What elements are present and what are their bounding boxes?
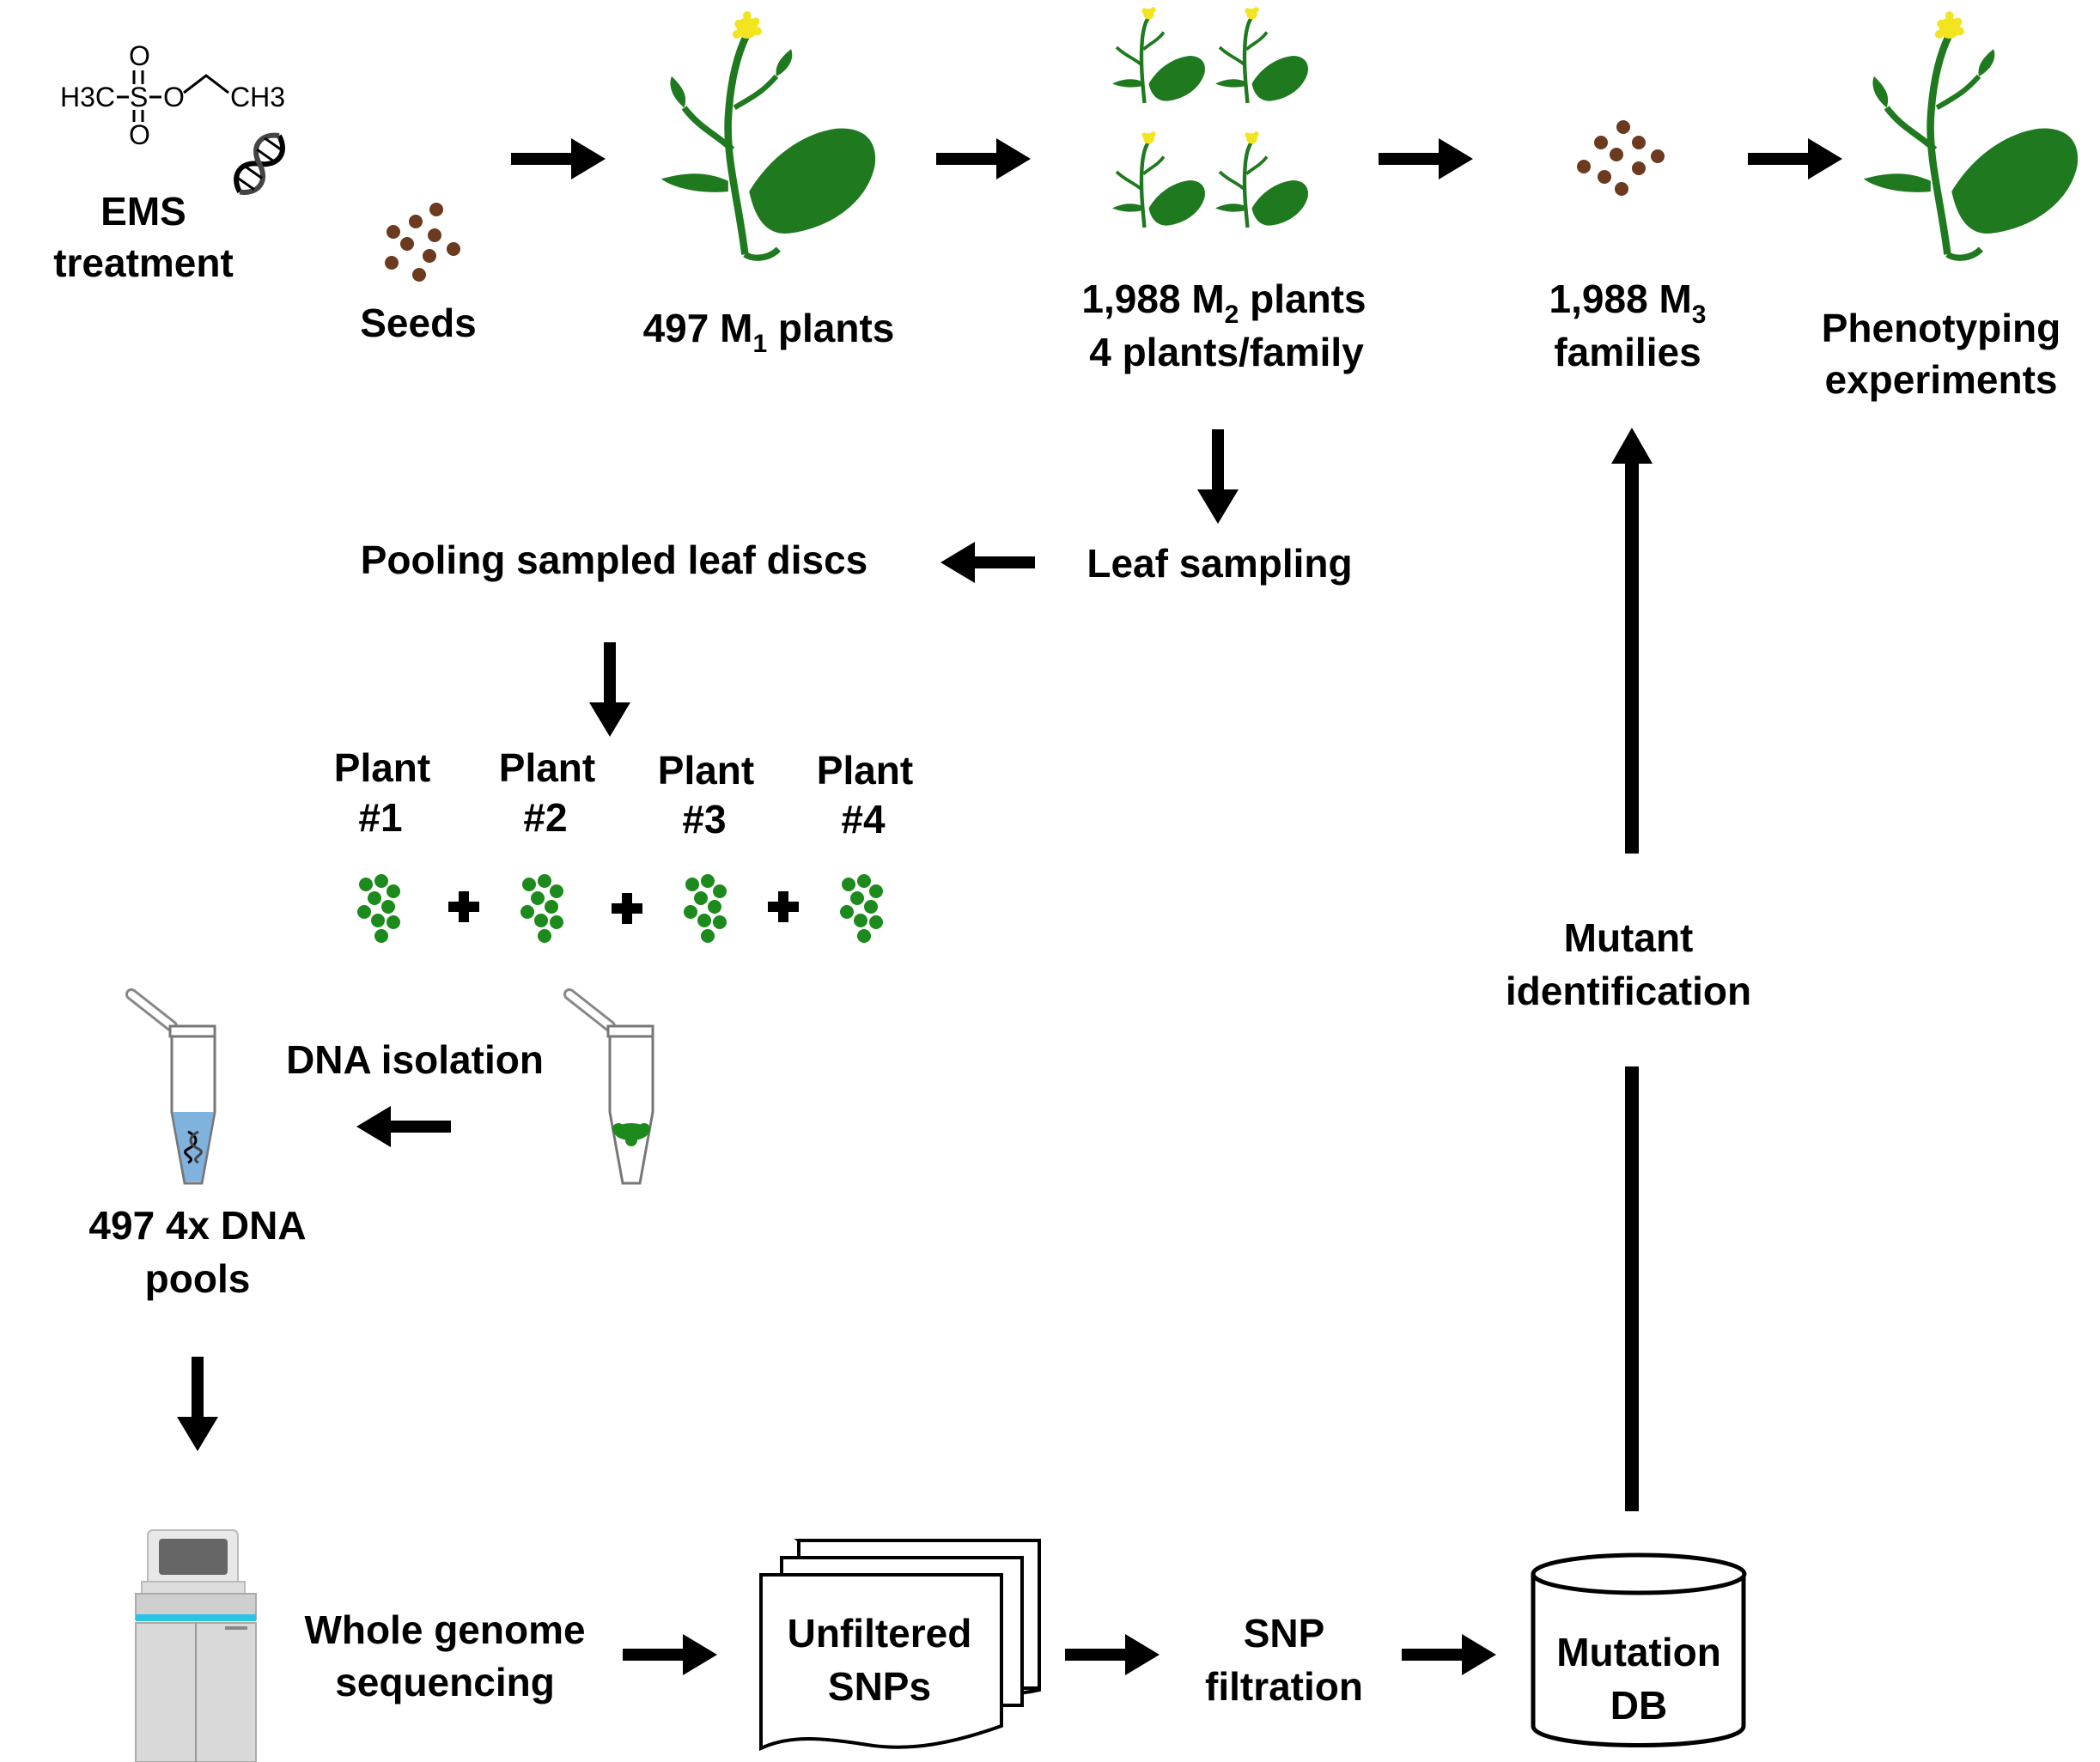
ems-structure: O H3C S O CH3 O (60, 40, 285, 150)
arrow-m2-to-m3 (1379, 138, 1473, 179)
pooling-label: Pooling sampled leaf discs (361, 538, 868, 582)
phenotyping-label: Phenotyping (1822, 306, 2061, 350)
mutation-db-label-line2: DB (1610, 1683, 1667, 1728)
arrow-mutant-to-m3 (1611, 428, 1653, 854)
m1-plant-icon (661, 11, 875, 258)
unfiltered-snps-label-line2: SNPs (828, 1664, 931, 1709)
m2-plants-icon (1112, 7, 1308, 228)
unfiltered-snps-document-icon (759, 1539, 1041, 1752)
plant-2-label: Plant #2 (499, 745, 595, 840)
plus-icon (448, 891, 479, 922)
dna-isolation-label: DNA isolation (286, 1037, 544, 1082)
m3-seeds-icon (1577, 120, 1665, 196)
dna-tube-icon (125, 988, 216, 1185)
arrow-m1-to-m2 (936, 138, 1031, 179)
arrow-pooling-to-plants (589, 642, 630, 737)
dna-pools-label-line2: pools (145, 1256, 251, 1301)
svg-text:Plant: Plant (499, 745, 595, 790)
seeds-label: Seeds (360, 301, 477, 345)
plus-icon (612, 893, 642, 924)
ems-ch3: CH3 (230, 82, 285, 112)
svg-text:Plant: Plant (334, 745, 430, 790)
wgs-label: Whole genome (304, 1607, 585, 1652)
ems-oxygen-top: O (129, 40, 150, 71)
phenotyping-label-line2: experiments (1824, 357, 2057, 402)
m2-plants-per-family-label: 4 plants/family (1089, 330, 1364, 374)
plant-3-label: Plant #3 (658, 748, 754, 842)
svg-text:#2: #2 (523, 795, 567, 840)
arrow-m2-to-leaf-sampling (1197, 429, 1239, 524)
leaf-sampling-label: Leaf sampling (1087, 541, 1352, 586)
arrow-leaf-to-pooling (940, 542, 1035, 583)
line-db-to-mutant-identification (1625, 1066, 1639, 1511)
seeds-icon (385, 203, 460, 282)
plant-1-label: Plant #1 (334, 745, 430, 840)
sequencer-icon (135, 1529, 257, 1762)
arrow-m3-to-phenotyping (1748, 138, 1842, 179)
mutation-db-cylinder-icon (1531, 1552, 1747, 1747)
arrow-ems-to-m1 (511, 138, 606, 179)
svg-text:#3: #3 (682, 797, 726, 842)
arrow-tube-to-dna (356, 1106, 451, 1147)
snp-filtration-label: SNP (1244, 1611, 1325, 1656)
phenotyping-plant-icon (1864, 11, 2078, 258)
leaf-discs-plant-1 (357, 874, 400, 943)
ems-oxygen-mid: O (163, 82, 185, 112)
m1-plants-label: 497 M1 plants (643, 306, 895, 358)
dna-helix-icon (234, 132, 285, 195)
ems-treatment-label: EMS (100, 189, 186, 234)
leaf-discs-plant-4 (840, 874, 883, 943)
arrow-snps-to-filtration (1065, 1634, 1160, 1675)
snp-filtration-label-line2: filtration (1205, 1664, 1363, 1709)
m3-families-label: 1,988 M3 (1549, 276, 1707, 329)
leaf-discs-plant-3 (684, 874, 727, 943)
plus-icon (768, 891, 799, 922)
ems-h3c: H3C (60, 82, 115, 112)
m3-families-label-line2: families (1554, 330, 1701, 374)
ems-sulfur: S (130, 82, 148, 112)
ems-treatment-label-line2: treatment (53, 240, 234, 285)
arrow-pools-to-sequencer (177, 1357, 218, 1451)
m2-plants-label: 1,988 M2 plants (1081, 276, 1366, 329)
svg-text:Plant: Plant (817, 748, 913, 793)
plant-4-label: Plant #4 (817, 748, 913, 842)
svg-text:Plant: Plant (658, 748, 754, 793)
wgs-label-line2: sequencing (335, 1660, 555, 1704)
mutant-identification-label: Mutant (1564, 915, 1694, 960)
leaf-disc-tube-icon (563, 988, 654, 1185)
arrow-wgs-to-snps (623, 1634, 717, 1675)
unfiltered-snps-label: Unfiltered (788, 1611, 972, 1656)
mutant-identification-label-line2: identification (1506, 969, 1751, 1013)
svg-text:#1: #1 (358, 795, 402, 840)
svg-text:#4: #4 (841, 797, 886, 842)
mutation-db-label: Mutation (1556, 1630, 1721, 1674)
ems-oxygen-bottom: O (129, 119, 150, 150)
arrow-filtration-to-db (1402, 1634, 1496, 1675)
leaf-discs-plant-2 (520, 874, 563, 943)
dna-pools-label: 497 4x DNA (88, 1203, 306, 1248)
